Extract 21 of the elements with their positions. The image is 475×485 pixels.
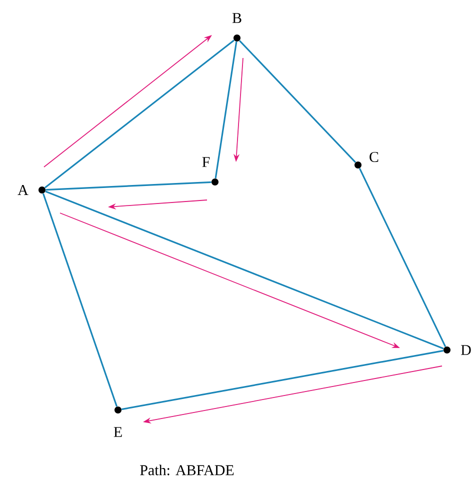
graph-edge [214,42,238,178]
vertex-dot [114,406,122,414]
graph-edge [46,181,212,191]
graph-edge [45,190,444,350]
graph-edge [42,193,118,407]
vertex-dot [444,346,450,354]
vertex-label: C [370,152,378,162]
vertex-dot [234,34,240,42]
caption: Path: ABFADE [140,464,234,476]
vertex-label: F [202,157,210,167]
vertex-label: A [18,185,28,195]
vertex-label: E [114,427,122,437]
graph-edge [44,40,235,188]
vertex-dot [212,178,218,186]
graph-edge [358,168,446,348]
vertex-label: B [232,13,242,23]
vertex-label: D [461,345,471,355]
graph-edge [238,40,356,163]
graph-edge [122,350,444,410]
vertex-dot [38,186,46,194]
vertex-dot [354,162,362,168]
